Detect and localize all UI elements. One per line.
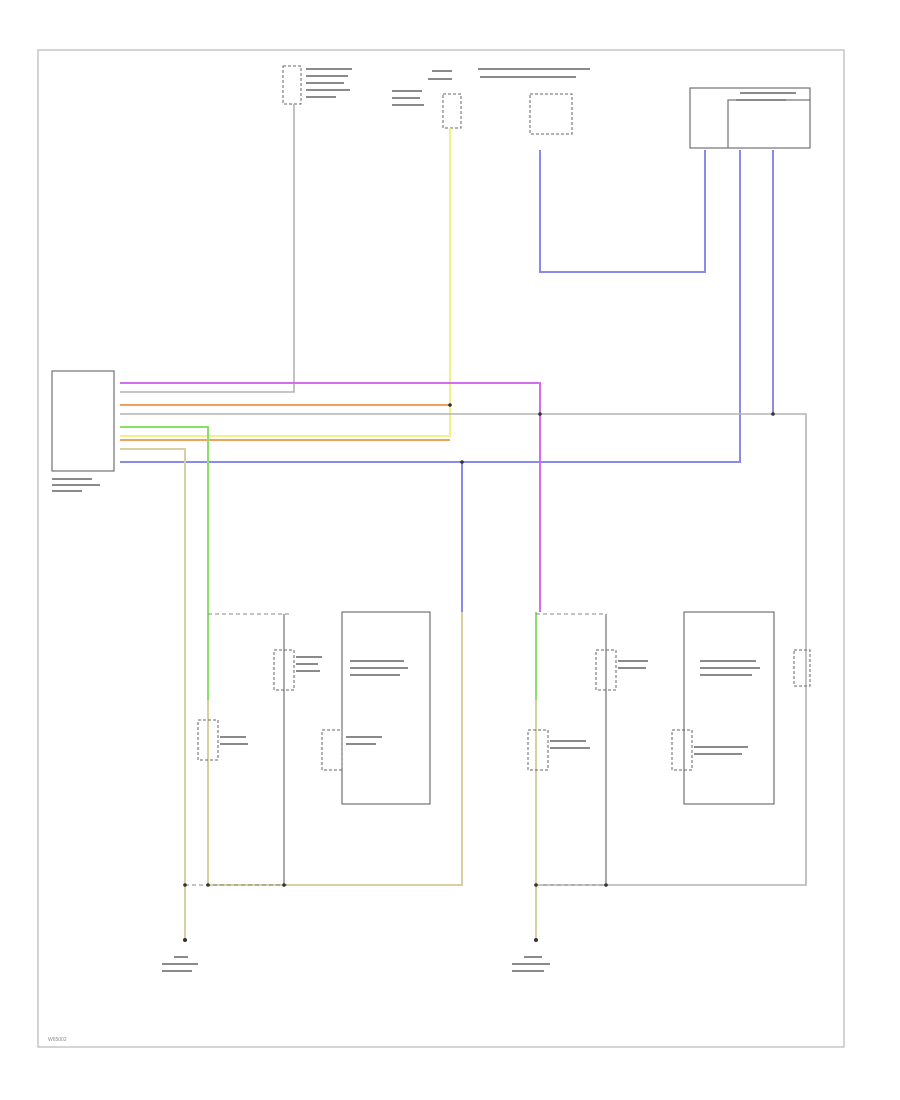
splice-dot bbox=[282, 883, 286, 887]
top-right-module bbox=[689, 87, 811, 149]
wire-blue-top bbox=[539, 150, 706, 273]
splice-dot bbox=[771, 412, 775, 416]
ground-left bbox=[183, 938, 187, 942]
right-fuse bbox=[793, 649, 811, 687]
splice-dot bbox=[534, 883, 538, 887]
right-switch-1 bbox=[595, 649, 617, 691]
lower-right-component-group bbox=[527, 611, 811, 885]
diagram-frame bbox=[37, 49, 845, 1048]
left-seat-module bbox=[341, 611, 431, 805]
ground-right bbox=[534, 938, 538, 942]
top-center-relay bbox=[478, 68, 590, 135]
top-left-module-box bbox=[282, 65, 302, 105]
splice-dots bbox=[183, 403, 775, 887]
relay-box bbox=[529, 93, 573, 135]
top-center-fuse bbox=[392, 70, 462, 129]
wire-tan-left-bottom bbox=[207, 612, 463, 886]
splice-dot bbox=[183, 883, 187, 887]
wire-green-left bbox=[120, 426, 209, 700]
top-left-module bbox=[282, 65, 352, 105]
wire-yellow-top bbox=[120, 128, 451, 437]
left-switch-2 bbox=[197, 719, 219, 761]
wire-gray-top bbox=[120, 104, 295, 393]
right-sensor bbox=[671, 729, 693, 771]
left-sensor bbox=[321, 729, 343, 771]
wire-tan-left bbox=[120, 448, 186, 940]
splice-dot bbox=[206, 883, 210, 887]
right-switch-2 bbox=[527, 729, 549, 771]
splice-dot bbox=[604, 883, 608, 887]
splice-dot bbox=[448, 403, 452, 407]
fuse-box bbox=[442, 93, 462, 129]
splice-dot bbox=[538, 412, 542, 416]
lower-left-component-group bbox=[197, 611, 431, 885]
seat-control-module bbox=[51, 370, 115, 472]
top-right-module-inner bbox=[727, 99, 811, 149]
right-seat-module bbox=[683, 611, 775, 805]
left-switch-1 bbox=[273, 649, 295, 691]
wire-violet bbox=[120, 382, 541, 612]
splice-dot bbox=[460, 460, 464, 464]
ground-points bbox=[162, 938, 550, 972]
diagram-code: W65002 bbox=[48, 1037, 67, 1043]
wire-blue-right bbox=[120, 150, 741, 463]
wiring-lines bbox=[120, 104, 807, 940]
